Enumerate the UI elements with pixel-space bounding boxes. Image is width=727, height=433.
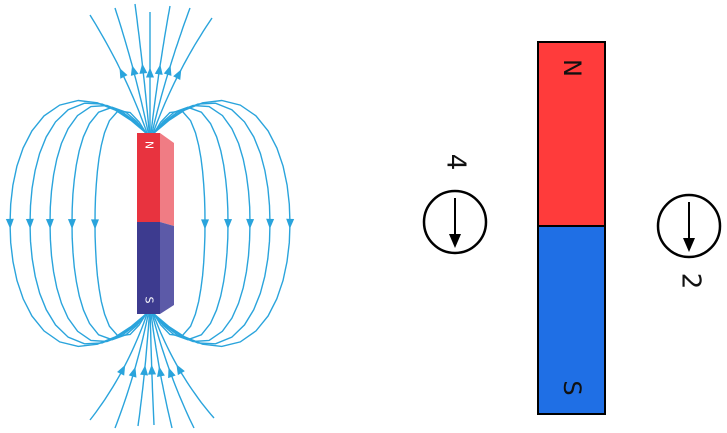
field-lines — [5, 3, 295, 429]
arrow-down-icon — [683, 238, 695, 252]
field-line — [49, 104, 147, 343]
field-arrow-icon — [139, 63, 148, 74]
magnet-side-north — [160, 133, 174, 226]
field-line — [152, 17, 213, 134]
field-arrow-icon — [148, 364, 157, 375]
compass-diagram: N S 4 2 — [422, 41, 722, 415]
bar-magnet-3d: N S — [137, 133, 174, 314]
field-line — [89, 313, 148, 421]
field-arrow-icon — [25, 218, 34, 229]
field-arrow-icon — [90, 219, 99, 230]
magnet-south-label: S — [558, 380, 586, 395]
arrow-down-icon — [449, 234, 461, 248]
field-line — [29, 102, 147, 345]
field-arrow-icon — [224, 219, 233, 230]
compass-2: 2 — [656, 193, 722, 290]
field-arrow-icon — [154, 64, 163, 75]
field-arrow-icon — [67, 219, 76, 230]
field-arrow-icon — [266, 218, 275, 229]
magnet-south-pole — [137, 222, 160, 314]
field-arrow-icon — [140, 365, 149, 376]
field-arrow-icon — [117, 364, 126, 376]
magnet-north-label: N — [558, 59, 586, 77]
field-arrow-icon — [119, 67, 128, 79]
field-line — [71, 106, 147, 341]
field-arrow-icon — [163, 65, 172, 76]
magnet-side-south — [160, 222, 174, 314]
field-arrow-icon — [286, 218, 295, 229]
bar-magnet: N S — [537, 41, 606, 415]
field-arrow-icon — [156, 366, 165, 377]
magnet-north-label: N — [143, 141, 156, 149]
compass-label: 2 — [676, 273, 706, 290]
magnet-north-pole — [537, 41, 606, 227]
field-arrow-icon — [130, 65, 139, 76]
magnet-south-pole — [537, 225, 606, 415]
field-arrow-icon — [45, 218, 54, 230]
field-arrow-icon — [5, 218, 14, 229]
magnet-north-pole — [137, 133, 160, 222]
field-arrow-icon — [201, 219, 210, 230]
field-diagram: N S — [5, 3, 295, 429]
magnet-south-label: S — [143, 297, 156, 304]
field-arrow-icon — [146, 67, 154, 78]
field-arrow-icon — [168, 367, 176, 379]
field-arrow-icon — [128, 366, 137, 378]
field-arrow-icon — [246, 218, 255, 230]
compass-4: 4 — [422, 154, 488, 255]
field-arrow-icon — [176, 364, 185, 376]
field-arrow-icon — [173, 69, 182, 80]
compass-label: 4 — [441, 154, 471, 171]
